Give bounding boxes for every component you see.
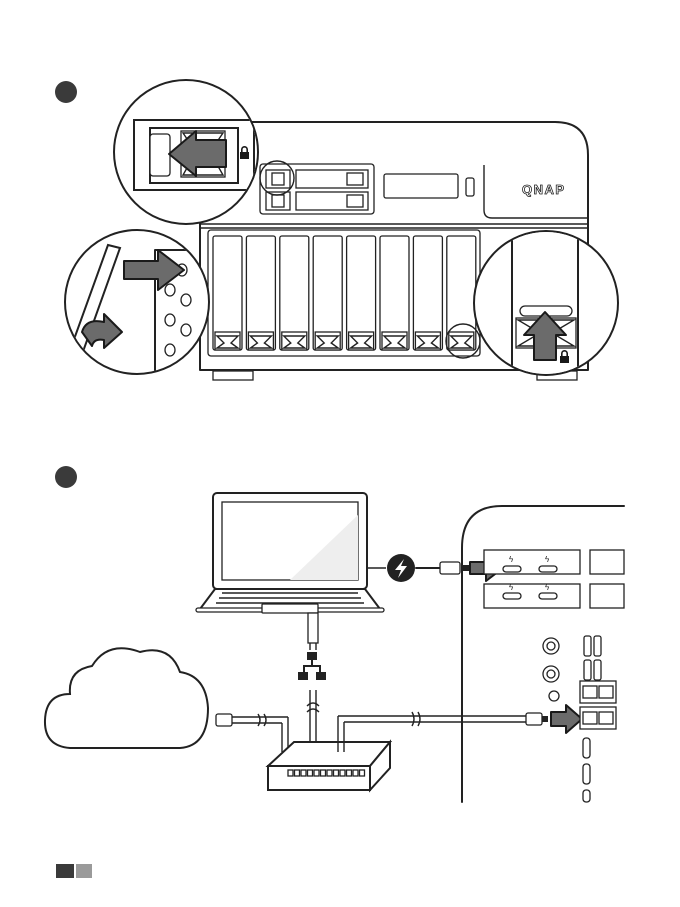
ethernet-cable-laptop: [298, 613, 326, 752]
zoom-tray-latch-detail: [474, 228, 618, 388]
drive-tray[interactable]: [246, 236, 275, 350]
usb-port[interactable]: [584, 636, 591, 656]
drive-tray[interactable]: [447, 236, 476, 350]
lcd-button[interactable]: [466, 178, 474, 196]
usb-port[interactable]: [584, 660, 591, 680]
switch-port[interactable]: [353, 770, 358, 776]
switch-port[interactable]: [360, 770, 365, 776]
drive-tray[interactable]: [280, 236, 309, 350]
hdmi-port[interactable]: [583, 738, 590, 758]
lan-port[interactable]: [599, 686, 613, 698]
drive-tray[interactable]: [313, 236, 342, 350]
thunderbolt-cable: [368, 554, 503, 582]
thunderbolt-card-2: [484, 584, 580, 608]
qnap-logo: QNAP: [522, 182, 566, 197]
push-arrow-icon: [551, 705, 582, 733]
lan-port[interactable]: [599, 712, 613, 724]
page-mark-dark: [56, 864, 74, 878]
usb-port[interactable]: [594, 660, 601, 680]
lan-port[interactable]: [583, 686, 597, 698]
switch-port[interactable]: [288, 770, 293, 776]
zoom-bay-lock-detail: [114, 80, 258, 224]
network-switch: [268, 742, 390, 790]
switch-port[interactable]: [301, 770, 306, 776]
switch-port[interactable]: [308, 770, 313, 776]
lcd-panel: [384, 174, 458, 198]
nas-foot-left: [213, 371, 253, 380]
drive-tray[interactable]: [413, 236, 442, 350]
page-mark-light: [76, 864, 92, 878]
network-icon: [298, 650, 326, 690]
switch-port[interactable]: [295, 770, 300, 776]
switch-port[interactable]: [314, 770, 319, 776]
switch-port[interactable]: [340, 770, 345, 776]
zoom-tray-insertion-detail: [65, 230, 210, 380]
drive-tray[interactable]: [347, 236, 376, 350]
switch-port[interactable]: [321, 770, 326, 776]
step-1-marker: [55, 81, 77, 103]
hdmi-port[interactable]: [583, 764, 590, 784]
switch-port[interactable]: [347, 770, 352, 776]
reset-button[interactable]: [549, 691, 559, 701]
nas-rear-panel: ϟ ϟ ϟ ϟ: [462, 506, 624, 802]
switch-port[interactable]: [327, 770, 332, 776]
step-2-marker: [55, 466, 77, 488]
switch-port[interactable]: [334, 770, 339, 776]
laptop: [196, 493, 384, 613]
cloud-icon: [45, 648, 208, 748]
usb-port[interactable]: [594, 636, 601, 656]
drive-tray[interactable]: [380, 236, 409, 350]
ethernet-cable-internet: [216, 714, 288, 752]
thunderbolt-card-1: [484, 550, 580, 574]
lan-port-target[interactable]: [583, 712, 597, 724]
drive-tray[interactable]: [213, 236, 242, 350]
